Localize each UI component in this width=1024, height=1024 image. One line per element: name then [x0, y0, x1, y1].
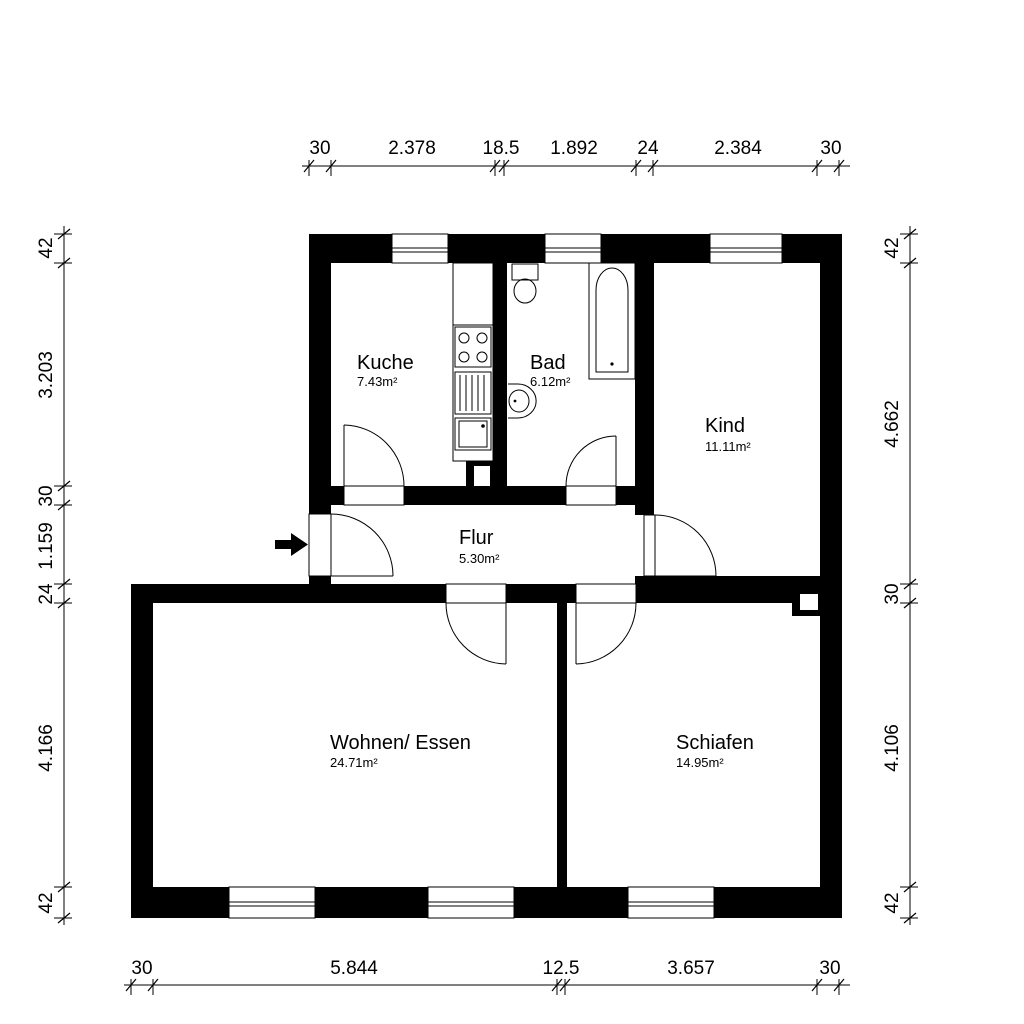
dim-right-0: 42: [882, 237, 903, 258]
window-kuche: [391, 233, 449, 264]
dim-right-4: 42: [882, 892, 903, 913]
dimension-top: 30 2.378 18.5 1.892 24 2.384 30: [302, 138, 850, 176]
dim-left-2: 30: [36, 485, 57, 506]
room-area-schlafen: 14.95m²: [676, 755, 724, 770]
dim-bottom-3: 3.657: [667, 958, 715, 979]
dimension-bottom: 30 5.844 12.5 3.657 30: [124, 958, 850, 995]
window-bad: [544, 233, 602, 264]
room-area-wohnen: 24.71m²: [330, 755, 378, 770]
wall-kind-left-lower: [635, 505, 654, 515]
kuche-chase-opening: [474, 466, 490, 486]
room-area-kind: 11.11m²: [705, 439, 751, 454]
sink-icon: [508, 383, 537, 419]
dim-bottom-2: 12.5: [543, 958, 580, 979]
fixtures: [275, 262, 636, 556]
kitchen-sink-icon: [454, 417, 492, 451]
room-name-bad: Bad: [530, 352, 566, 374]
chase-opening: [800, 594, 818, 610]
door-wohnen: [445, 583, 507, 665]
dim-right-1: 4.662: [882, 400, 903, 448]
door-entrance: [308, 513, 394, 577]
wall-wohnen-schlafen: [557, 603, 567, 887]
room-area-flur: 5.30m²: [459, 551, 500, 566]
room-name-flur: Flur: [459, 527, 494, 549]
room-name-kuche: Kuche: [357, 352, 414, 374]
dimension-right: 42 4.662 30 4.106 42: [882, 226, 918, 925]
dim-bottom-0: 30: [131, 958, 152, 979]
wall-kuche-bad: [493, 263, 507, 505]
dimension-left: 42 3.203 30 1.159 24 4.166 42: [36, 226, 72, 925]
doors: [308, 424, 717, 665]
room-labels: Kuche 7.43m² Bad 6.12m² Kind 11.11m² Flu…: [330, 352, 754, 770]
entrance-arrow-icon: [275, 533, 308, 556]
dim-left-4: 24: [36, 583, 57, 605]
dim-right-3: 4.106: [882, 724, 903, 772]
door-schlafen: [575, 583, 637, 665]
wall-lower-left: [131, 584, 153, 918]
window-kind: [709, 233, 783, 264]
dim-left-5: 4.166: [36, 724, 57, 772]
window-wohnen-1: [228, 886, 316, 919]
dim-bottom-1: 5.844: [330, 958, 378, 979]
wall-bad-kind: [635, 263, 654, 505]
window-wohnen-2: [427, 886, 515, 919]
door-kind: [643, 514, 717, 577]
room-name-wohnen: Wohnen/ Essen: [330, 732, 471, 754]
door-kuche: [343, 424, 405, 506]
room-name-schlafen: Schiafen: [676, 732, 754, 754]
dim-left-1: 3.203: [36, 351, 57, 399]
kitchen-counter: [452, 262, 494, 462]
dim-top-4: 24: [637, 138, 659, 159]
window-schlafen: [627, 886, 715, 919]
kitchen-drainboard: [454, 371, 492, 415]
dim-top-2: 18.5: [483, 138, 520, 159]
dim-top-0: 30: [309, 138, 330, 159]
bathtub-icon: [588, 262, 636, 380]
room-area-kuche: 7.43m²: [357, 374, 398, 389]
stove-icon: [454, 326, 492, 368]
toilet-icon: [511, 263, 539, 304]
room-area-bad: 6.12m²: [530, 374, 571, 389]
room-name-kind: Kind: [705, 415, 745, 437]
dim-top-5: 2.384: [714, 138, 762, 159]
dim-top-6: 30: [820, 138, 841, 159]
dim-left-3: 1.159: [36, 522, 57, 570]
door-bad: [565, 435, 617, 506]
wall-upper-left: [309, 234, 331, 584]
dim-left-0: 42: [36, 237, 57, 258]
dim-bottom-4: 30: [819, 958, 840, 979]
windows: [228, 233, 783, 919]
dim-left-6: 42: [36, 892, 57, 913]
dim-top-3: 1.892: [550, 138, 598, 159]
dim-right-2: 30: [882, 583, 903, 604]
dim-top-1: 2.378: [388, 138, 436, 159]
